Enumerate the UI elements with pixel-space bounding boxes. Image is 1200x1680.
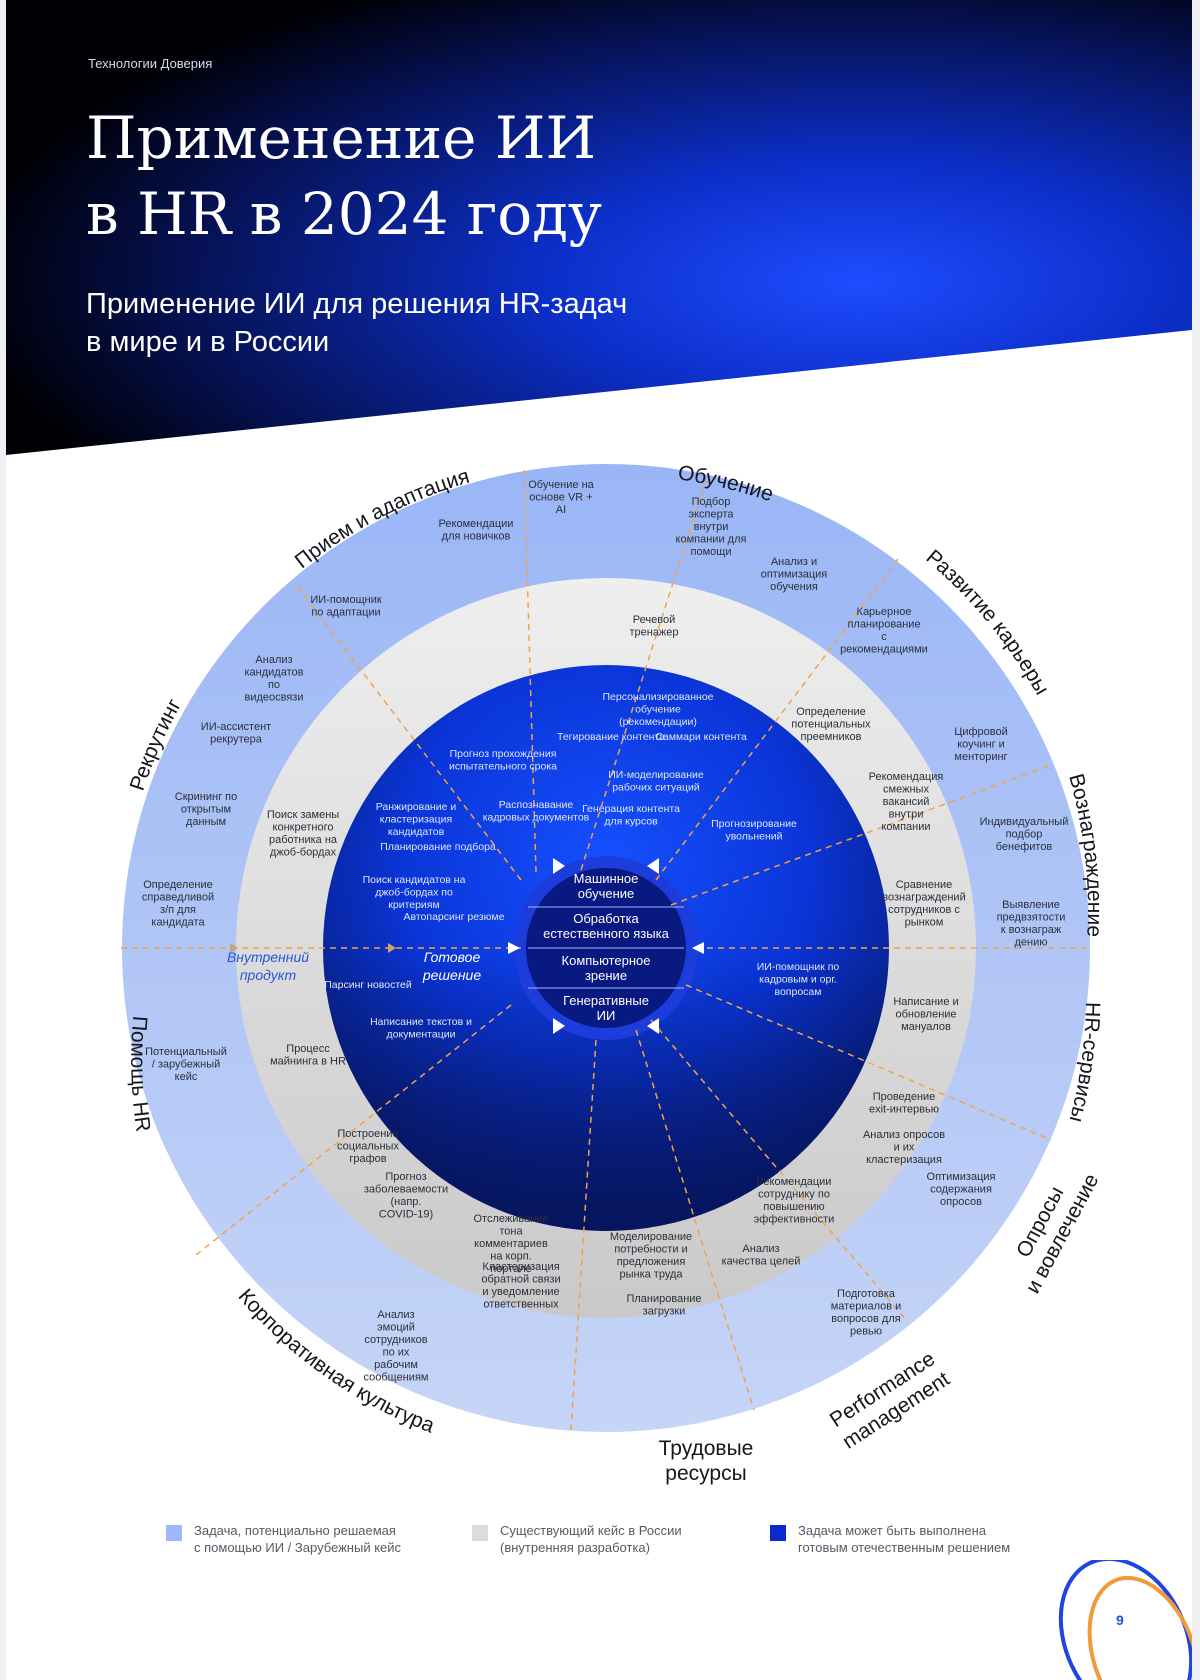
legend-swatch xyxy=(770,1525,786,1541)
page-subtitle: Применение ИИ для решения HR-задач в мир… xyxy=(86,285,627,361)
page: Технологии Доверия Применение ИИ в HR в … xyxy=(6,0,1192,1680)
inner-task-11: Планирование подбора xyxy=(380,841,496,853)
subtitle-line-2: в мире и в России xyxy=(86,326,330,358)
title-line-2: в HR в 2024 году xyxy=(86,180,603,248)
legend-text: Задача, потенциально решаемая с помощью … xyxy=(194,1523,402,1555)
inner-task-8: Парсинг новостей xyxy=(324,979,412,991)
inner-task-1: Тегирование контента xyxy=(557,731,665,743)
legend-item-potential: Задача, потенциально решаемая с помощью … xyxy=(166,1522,401,1556)
legend-item-russia-internal: Существующий кейс в России (внутренняя р… xyxy=(472,1522,682,1556)
title-line-1: Применение ИИ xyxy=(86,104,597,172)
legend-text: Задача может быть выполнена готовым отеч… xyxy=(798,1523,1011,1555)
inner-disc-shade xyxy=(323,948,889,1231)
brand-label: Технологии Доверия xyxy=(88,56,213,71)
decorative-ellipses xyxy=(1058,1560,1192,1680)
axis-arrows xyxy=(230,858,704,1034)
legend-swatch xyxy=(166,1525,182,1541)
header-background xyxy=(6,0,1192,455)
inner-task-9: Автопарсинг резюме xyxy=(404,911,505,923)
legend-text: Существующий кейс в России (внутренняя р… xyxy=(500,1523,682,1555)
legend: Задача, потенциально решаемая с помощью … xyxy=(156,1522,1056,1562)
legend-item-ready-solution: Задача может быть выполнена готовым отеч… xyxy=(770,1522,1010,1556)
header: Технологии Доверия Применение ИИ в HR в … xyxy=(6,0,1192,455)
page-number: 9 xyxy=(1116,1612,1124,1628)
inner-task-2: Саммари контента xyxy=(655,731,747,743)
sector-dividers xyxy=(121,465,1086,1431)
subtitle-line-1: Применение ИИ для решения HR-задач xyxy=(86,288,628,320)
page-title: Применение ИИ в HR в 2024 году xyxy=(86,100,602,252)
legend-swatch xyxy=(472,1525,488,1541)
